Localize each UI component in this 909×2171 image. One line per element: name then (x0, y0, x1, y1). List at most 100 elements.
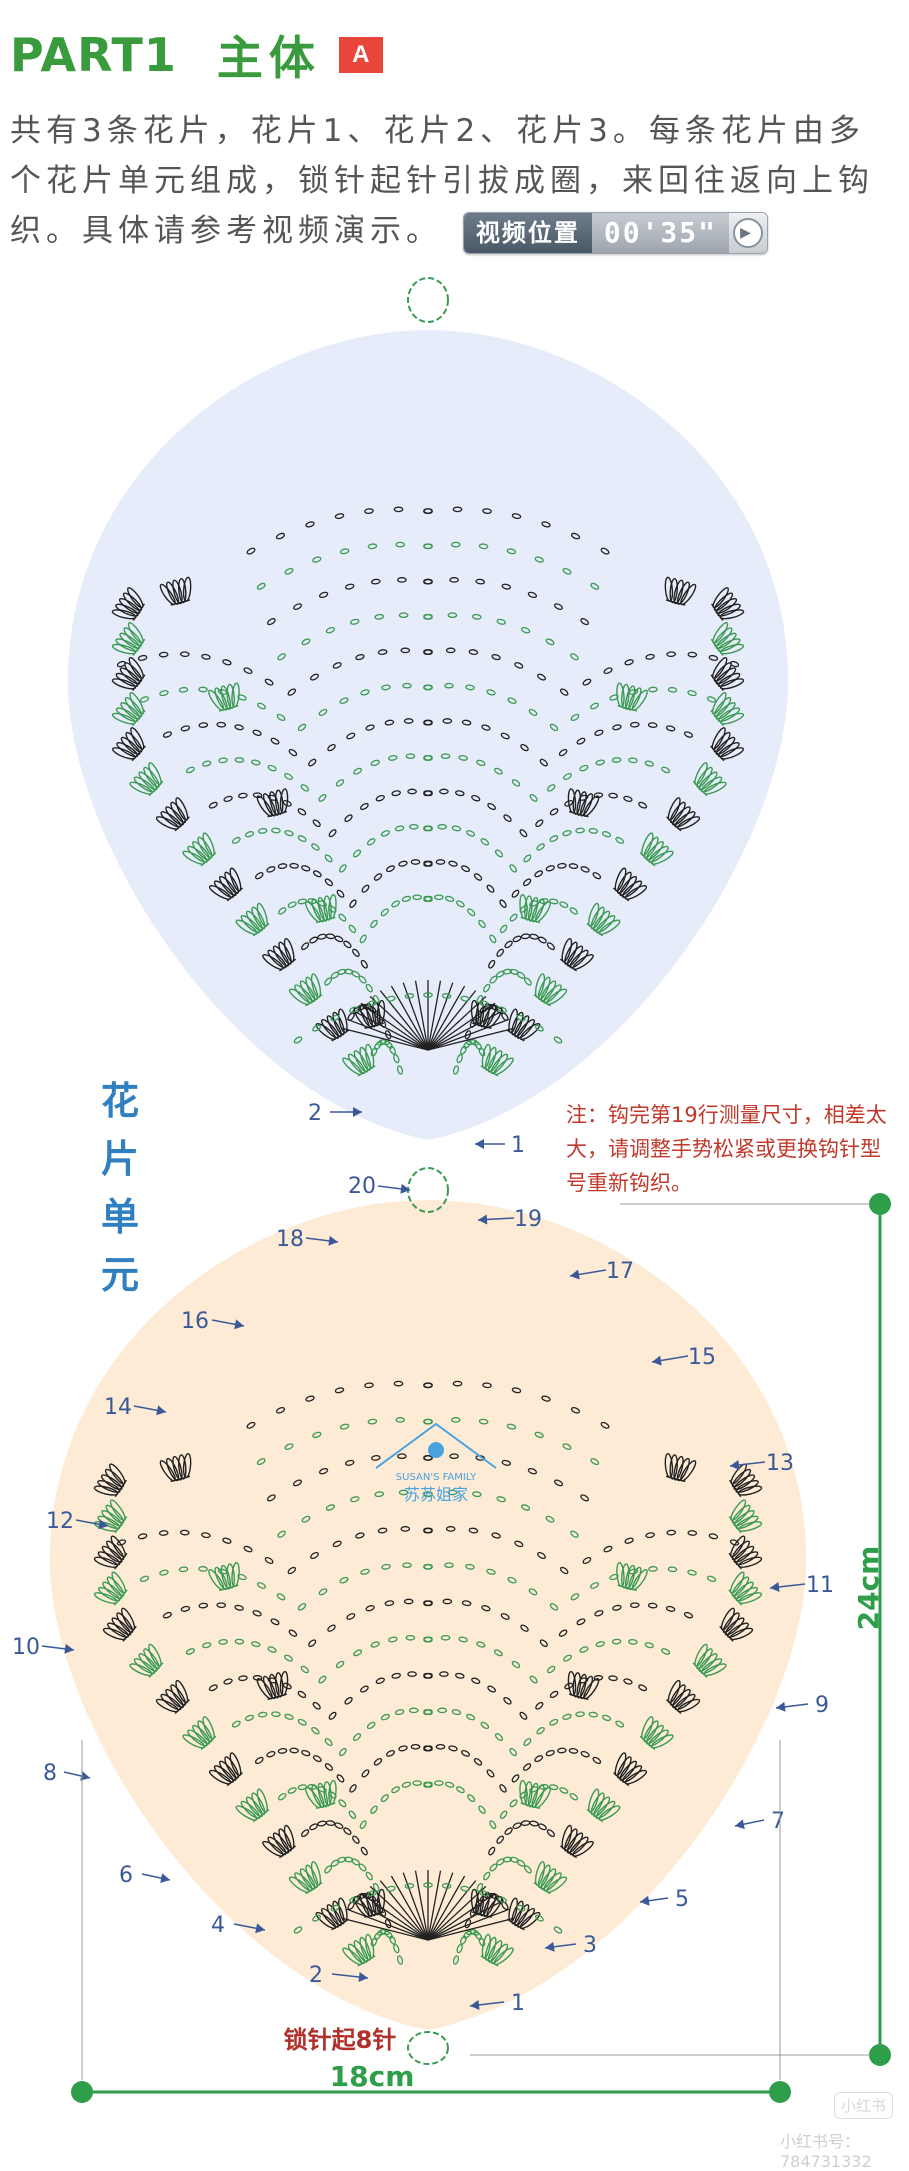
chain-stitch (334, 513, 345, 520)
chain-stitch (645, 653, 655, 660)
chain-stitch (384, 1600, 395, 1607)
chain-stitch (575, 1711, 585, 1718)
chain-stitch (461, 1600, 472, 1607)
chain-stitch (402, 1562, 412, 1569)
tall-stitch (104, 1468, 125, 1488)
tall-stitch (621, 1765, 643, 1783)
stitch-cluster (666, 797, 701, 832)
chain-stitch (423, 578, 433, 585)
tall-stitch (178, 577, 187, 604)
stitch-base (472, 1911, 492, 1918)
chain-stitch (423, 649, 433, 656)
arrow-head (98, 1519, 108, 1530)
start-ring (407, 2031, 449, 2065)
tall-stitch (592, 1796, 611, 1818)
stitch-cluster (111, 587, 146, 621)
stitch-base (639, 1735, 656, 1751)
chain-stitch (466, 1713, 476, 1721)
chain-stitch (396, 1065, 404, 1075)
chain-stitch (546, 784, 556, 792)
measurement-note: 注：钩完第19行测量尺寸，相差太大，请调整手势松紧或更换钩针型号重新钩织。 (566, 1103, 887, 1195)
tall-stitch (624, 685, 636, 711)
tall-stitch (214, 1566, 228, 1591)
chain-stitch (569, 907, 579, 915)
chain-stitch (624, 1537, 634, 1544)
tall-stitch (735, 1479, 759, 1493)
chain-stitch (665, 725, 676, 732)
stitch-base (218, 1584, 239, 1592)
video-label: 视频位置 (463, 212, 592, 253)
chain-stitch (328, 829, 337, 838)
stitch-base (520, 1802, 541, 1809)
arrow-head (770, 1582, 780, 1592)
chain-stitch (376, 1929, 386, 1936)
chain-stitch (600, 547, 610, 555)
chain-stitch (330, 1904, 340, 1912)
chain-stitch (595, 1641, 605, 1648)
stitch-base (148, 1662, 164, 1678)
chain-stitch (638, 801, 648, 809)
chain-stitch (570, 1593, 580, 1601)
chain-stitch (535, 1701, 544, 1710)
chain-stitch (499, 1784, 507, 1793)
chain-stitch (499, 1810, 508, 1819)
chain-stitch (579, 1646, 589, 1653)
chain-stitch (310, 673, 319, 681)
chain-stitch (476, 1882, 484, 1892)
watermark-house-icon (375, 1422, 497, 1469)
chain-stitch (391, 790, 401, 797)
play-icon[interactable]: ▶ (729, 212, 768, 253)
chain-stitch (507, 697, 517, 705)
fan-stitch (427, 1027, 514, 1051)
chain-stitch (522, 878, 532, 887)
chain-stitch (549, 1690, 559, 1699)
tall-stitch (172, 579, 183, 605)
page-header: PART1 主体 A (10, 22, 383, 88)
chain-stitch (237, 694, 247, 701)
chain-stitch (559, 901, 569, 909)
stitch-base (666, 1699, 682, 1714)
fan-stitch (360, 1892, 429, 1941)
chain-stitch (592, 1756, 602, 1765)
chain-stitch (234, 1638, 245, 1645)
chain-stitch (449, 577, 459, 583)
chain-stitch (687, 690, 697, 697)
chain-stitch (474, 1041, 483, 1051)
chain-stitch (423, 1781, 433, 1788)
chain-stitch (287, 901, 297, 909)
tall-stitch (572, 1672, 582, 1698)
row-number: 7 (771, 1809, 785, 1834)
tall-stitch (524, 895, 533, 921)
stitch-base (617, 1584, 638, 1592)
stitch-cluster (728, 1571, 763, 1606)
chain-stitch (311, 1726, 320, 1735)
tall-stitch (576, 791, 587, 816)
tall-stitch (713, 662, 732, 682)
chain-stitch (478, 919, 486, 929)
chain-stitch (509, 1747, 518, 1757)
row-number: 2 (308, 1101, 322, 1126)
stitch-base (710, 603, 724, 621)
video-position-button[interactable]: 视频位置 00'35" ▶ (462, 211, 769, 254)
chain-stitch (388, 1636, 398, 1643)
chain-stitch (442, 718, 453, 724)
tall-stitch (735, 1551, 759, 1566)
tall-stitch (133, 1658, 156, 1675)
chain-stitch (468, 649, 479, 656)
stitch-base (279, 958, 297, 972)
chain-stitch (519, 1711, 528, 1720)
stitch-base (170, 599, 191, 606)
chain-stitch (423, 719, 433, 726)
chain-stitch (537, 1823, 547, 1831)
row-number: 12 (46, 1509, 74, 1534)
tall-stitch (717, 707, 741, 723)
chain-stitch (576, 1618, 586, 1626)
stitch-cluster (710, 692, 745, 727)
chain-stitch (496, 618, 506, 625)
chain-stitch (198, 722, 209, 728)
chain-stitch (395, 541, 406, 548)
stitch-cluster (533, 1861, 568, 1895)
tall-stitch (643, 836, 659, 859)
chain-stitch (504, 1827, 513, 1836)
chain-stitch (638, 1684, 648, 1692)
